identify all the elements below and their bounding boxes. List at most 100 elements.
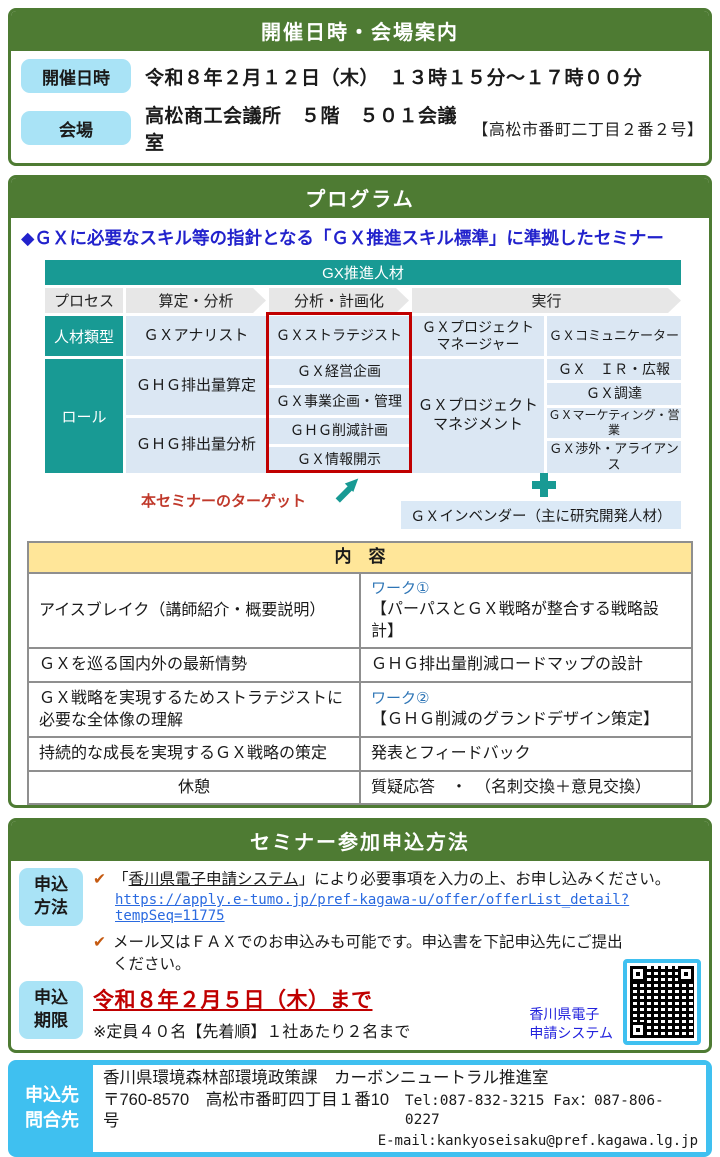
work2-text: 【ＧＨＧ削減のグランドデザイン策定】 [371, 710, 660, 728]
role-col-calculation: ＧＨＧ排出量算定 ＧＨＧ排出量分析 [126, 359, 266, 473]
check-icon: ✔ [93, 934, 106, 952]
contact-email: E-mail:kankyoseisaku@pref.kagawa.lg.jp [377, 1132, 698, 1149]
role-gx-disclosure: ＧＸ情報開示 [269, 446, 409, 473]
target-arrow-icon [333, 474, 363, 504]
application-section-title: セミナー参加申込方法 [11, 821, 709, 862]
table-row: 休憩 質疑応答 ・ （名刺交換＋意見交換） [27, 769, 693, 806]
schedule-body: 開催日時 令和８年２月１２日（木） １３時１５分～１７時００分 会場 高松商工会… [11, 59, 709, 155]
content-left-1: アイスブレイク（講師紹介・概要説明） [27, 571, 361, 650]
table-header-row: 内 容 [27, 541, 693, 574]
venue-value: 高松商工会議所 ５階 ５０１会議室 [145, 106, 458, 154]
program-content-table: 内 容 アイスブレイク（講師紹介・概要説明） ワーク① 【パーパスとＧＸ戦略が整合… [27, 541, 693, 806]
role-col-communication: ＧＸ ＩＲ・広報 ＧＸ調達 ＧＸマーケティング・営業 ＧＸ渉外・アライアンス [547, 359, 681, 473]
process-step-execution: 実行 [412, 288, 681, 313]
contact-panel: 香川県環境森林部環境政策課 カーボンニュートラル推進室 〒760-8570 高松… [93, 1065, 706, 1152]
text-after-link: 」により必要事項を入力の上、お申し込みください。 [298, 871, 671, 889]
seminar-target-note: 本セミナーのターゲット [141, 493, 307, 510]
deadline-content: 令和８年２月５日（木）まで ※定員４０名【先着順】１社あたり２名まで [93, 981, 410, 1042]
content-right-3: ワーク② 【ＧＨＧ削減のグランドデザイン策定】 [359, 680, 693, 739]
method-label: 申込 方法 [19, 868, 83, 927]
content-left-4: 持続的な成長を実現するＧＸ戦略の策定 [27, 736, 361, 772]
deadline-date: 令和８年２月５日（木）まで [93, 989, 373, 1013]
table-row: 持続的な成長を実現するＧＸ戦略の策定 発表とフィードバック [27, 736, 693, 772]
method-row: 申込 方法 ✔ 「香川県電子申請システム」により必要事項を入力の上、お申し込みく… [19, 868, 701, 975]
role-gx-alliance: ＧＸ渉外・アライアンス [547, 440, 681, 473]
plus-icon [532, 473, 556, 497]
content-table-header: 内 容 [27, 541, 693, 574]
role-label: ロール [45, 359, 123, 473]
venue-label: 会場 [21, 111, 131, 145]
role-gx-mgmt-planning: ＧＸ経営企画 [269, 359, 409, 386]
type-gx-analyst: ＧＸアナリスト [126, 316, 266, 356]
program-section-title: プログラム [11, 178, 709, 218]
check-icon: ✔ [93, 871, 106, 889]
qr-finder-icon [678, 966, 694, 983]
contact-tel-fax: Tel:087-832-3215 Fax：087-806-0227 [404, 1092, 664, 1128]
qr-pattern [630, 966, 694, 1039]
work1-text: 【パーパスとＧＸ戦略が整合する戦略設計】 [371, 601, 659, 640]
application-section: セミナー参加申込方法 申込 方法 ✔ 「香川県電子申請システム」により必要事項を… [8, 818, 712, 1054]
process-label: プロセス [45, 288, 123, 313]
diagram-banner: GX推進人材 [45, 260, 681, 285]
contact-address-line: 〒760-8570 高松市番町四丁目１番10号 Tel:087-832-3215… [103, 1090, 698, 1133]
e-apply-system-link[interactable]: 香川県電子申請システム [128, 871, 299, 889]
process-step-planning: 分析・計画化 [269, 288, 409, 313]
content-left-2: ＧＸを巡る国内外の最新情勢 [27, 647, 361, 683]
qr-code [623, 959, 701, 1046]
qr-finder-icon [630, 1022, 646, 1039]
program-section: プログラム ◆ＧＸに必要なスキル等の指針となる「ＧＸ推進スキル標準」に準拠したセ… [8, 175, 712, 809]
method-item-mail-fax: ✔ メール又はＦＡＸでのお申込みも可能です。申込書を下記申込先にご提出 ください… [93, 932, 701, 975]
work2-tag: ワーク② [371, 689, 430, 707]
diagram-annotations: 本セミナーのターゲット ＧＸインベンダー（主に研究開発人材） [45, 473, 681, 533]
method-mailfax-text: メール又はＦＡＸでのお申込みも可能です。申込書を下記申込先にご提出 ください。 [113, 934, 623, 973]
schedule-section: 開催日時・会場案内 開催日時 令和８年２月１２日（木） １３時１５分～１７時００… [8, 8, 712, 166]
role-gx-procurement: ＧＸ調達 [547, 383, 681, 405]
role-gx-marketing: ＧＸマーケティング・営業 [547, 407, 681, 438]
venue-row: 会場 高松商工会議所 ５階 ５０１会議室 【高松市番町二丁目２番２号】 [21, 101, 704, 155]
method-content: ✔ 「香川県電子申請システム」により必要事項を入力の上、お申し込みください。 h… [93, 868, 701, 975]
method-item-online: ✔ 「香川県電子申請システム」により必要事項を入力の上、お申し込みください。 [93, 869, 701, 891]
deadline-row: 申込 期限 令和８年２月５日（木）まで ※定員４０名【先着順】１社あたり２名まで [19, 981, 701, 1042]
content-left-3: ＧＸ戦略を実現するためストラテジストに 必要な全体像の理解 [27, 680, 361, 739]
role-col-strategy: ＧＸ経営企画 ＧＸ事業企画・管理 ＧＨＧ削減計画 ＧＸ情報開示 [269, 359, 409, 473]
schedule-section-title: 開催日時・会場案内 [11, 11, 709, 51]
process-step-calculation: 算定・分析 [126, 288, 266, 313]
content-right-2: ＧＨＧ排出量削減ロードマップの設計 [359, 647, 693, 683]
role-ghg-analysis: ＧＨＧ排出量分析 [126, 417, 266, 473]
table-row: ＧＸ戦略を実現するためストラテジストに 必要な全体像の理解 ワーク② 【ＧＨＧ削減… [27, 680, 693, 739]
datetime-row: 開催日時 令和８年２月１２日（木） １３時１５分～１７時００分 [21, 59, 699, 93]
qr-caption: 香川県電子 申請システム [529, 1005, 613, 1041]
content-left-5: 休憩 [27, 769, 361, 806]
text-open-bracket: 「 [113, 871, 129, 889]
skill-standard-diagram: GX推進人材 プロセス 算定・分析 分析・計画化 実行 人材類型 ＧＸアナリスト… [45, 260, 681, 473]
content-right-5: 質疑応答 ・ （名刺交換＋意見交換） [359, 769, 693, 806]
table-row: アイスブレイク（講師紹介・概要説明） ワーク① 【パーパスとＧＸ戦略が整合する戦略… [27, 571, 693, 650]
capacity-note: ※定員４０名【先着順】１社あたり２名まで [93, 1024, 411, 1042]
gx-inventor-box: ＧＸインベンダー（主に研究開発人材） [401, 501, 681, 529]
datetime-value: 令和８年２月１２日（木） １３時１５分～１７時００分 [145, 67, 643, 89]
role-gx-project-management: ＧＸプロジェクト マネジメント [412, 359, 544, 473]
content-right-4: 発表とフィードバック [359, 736, 693, 772]
contact-section: 申込先 問合先 香川県環境森林部環境政策課 カーボンニュートラル推進室 〒760… [8, 1060, 712, 1157]
venue-address: 【高松市番町二丁目２番２号】 [472, 122, 704, 139]
deadline-label: 申込 期限 [19, 981, 83, 1040]
contact-label: 申込先 問合先 [25, 1085, 79, 1131]
type-gx-communicator: ＧＸコミュニケーター [547, 316, 681, 356]
type-label: 人材類型 [45, 316, 123, 356]
type-gx-strategist: ＧＸストラテジスト [269, 316, 409, 356]
flyer-page: 開催日時・会場案内 開催日時 令和８年２月１２日（木） １３時１５分～１７時００… [8, 8, 712, 1157]
datetime-label: 開催日時 [21, 59, 131, 93]
application-body: 申込 方法 ✔ 「香川県電子申請システム」により必要事項を入力の上、お申し込みく… [11, 861, 709, 1050]
program-intro: ◆ＧＸに必要なスキル等の指針となる「ＧＸ推進スキル標準」に準拠したセミナー [21, 228, 664, 248]
contact-department: 香川県環境森林部環境政策課 カーボンニュートラル推進室 [103, 1069, 549, 1088]
role-gx-ir: ＧＸ ＩＲ・広報 [547, 359, 681, 381]
work1-tag: ワーク① [371, 579, 430, 597]
contact-postal-address: 〒760-8570 高松市番町四丁目１番10号 [103, 1090, 390, 1131]
table-row: ＧＸを巡る国内外の最新情勢 ＧＨＧ排出量削減ロードマップの設計 [27, 647, 693, 683]
application-url-link[interactable]: https://apply.e-tumo.jp/pref-kagawa-u/of… [115, 892, 630, 925]
role-gx-business-planning: ＧＸ事業企画・管理 [269, 388, 409, 415]
qr-finder-icon [630, 966, 646, 983]
content-right-1: ワーク① 【パーパスとＧＸ戦略が整合する戦略設計】 [359, 571, 693, 650]
role-ghg-reduction-plan: ＧＨＧ削減計画 [269, 417, 409, 444]
method-online-text: 「香川県電子申請システム」により必要事項を入力の上、お申し込みください。 [113, 869, 670, 891]
